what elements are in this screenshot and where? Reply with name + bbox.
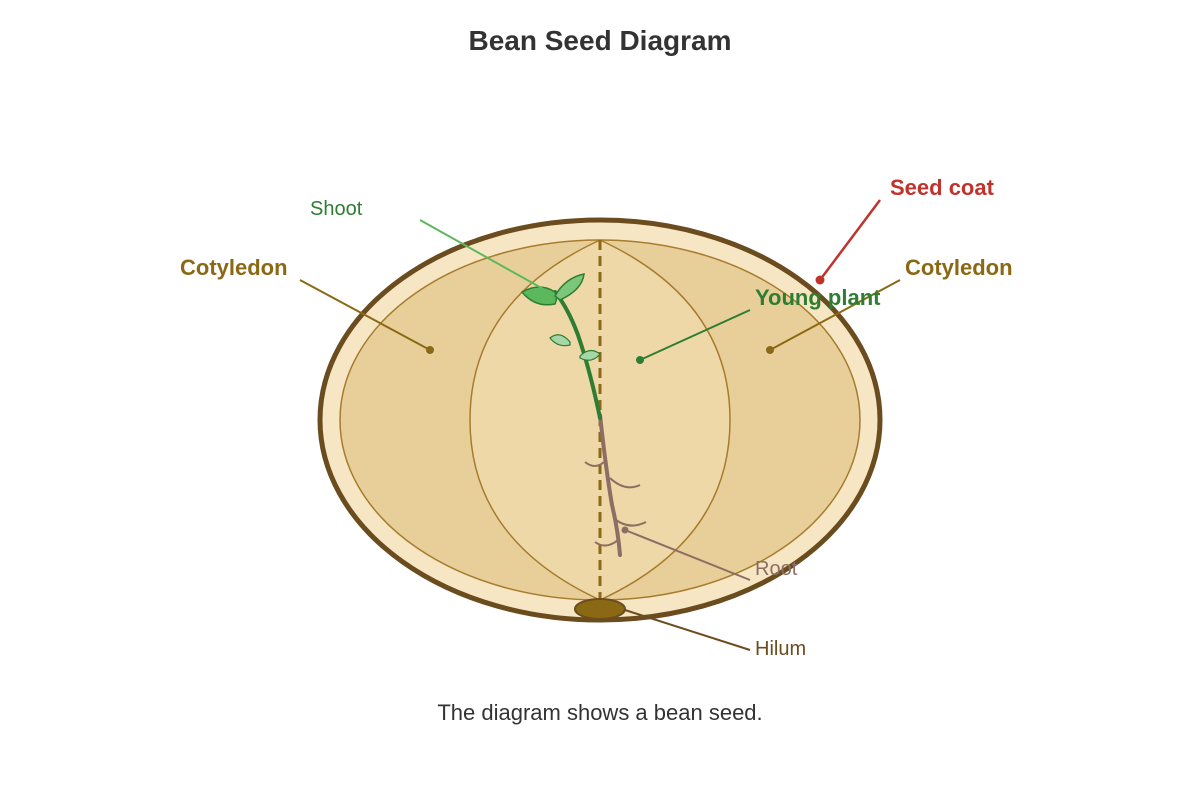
cotyledon-left-dot — [426, 346, 434, 354]
young-plant-dot — [636, 356, 644, 364]
diagram-caption: The diagram shows a bean seed. — [437, 700, 762, 725]
diagram-title: Bean Seed Diagram — [469, 25, 732, 56]
hilum-shape — [574, 598, 626, 620]
root-leader — [624, 529, 751, 581]
young-plant-label: Young plant — [755, 285, 881, 310]
shoot-label: Shoot — [310, 198, 363, 220]
seed-coat-dot — [815, 275, 825, 285]
root-dot — [621, 526, 629, 534]
root-label: Root — [755, 558, 798, 580]
seed-coat-label: Seed coat — [890, 175, 995, 200]
small-leaf-shape — [549, 334, 571, 347]
root-hair — [615, 519, 647, 527]
hilum-label: Hilum — [755, 638, 806, 660]
young-plant-leader — [639, 309, 751, 361]
root-hair — [584, 461, 605, 467]
hilum-leader — [624, 609, 751, 651]
root-shape — [598, 413, 622, 557]
cotyledon-right-dot — [766, 346, 774, 354]
root-hair — [594, 539, 619, 547]
leaf-shape — [554, 273, 585, 301]
small-leaf-shape — [579, 349, 601, 361]
cotyledon-right-label: Cotyledon — [905, 255, 1013, 280]
cotyledon-left-label: Cotyledon — [180, 255, 288, 280]
seed-coat-leader — [819, 199, 881, 281]
cotyledon-right-leader — [769, 279, 901, 351]
shoot-leader — [419, 219, 546, 291]
stem-shape — [553, 290, 602, 420]
root-hair — [609, 477, 641, 489]
cotyledon-left-leader — [299, 279, 431, 351]
